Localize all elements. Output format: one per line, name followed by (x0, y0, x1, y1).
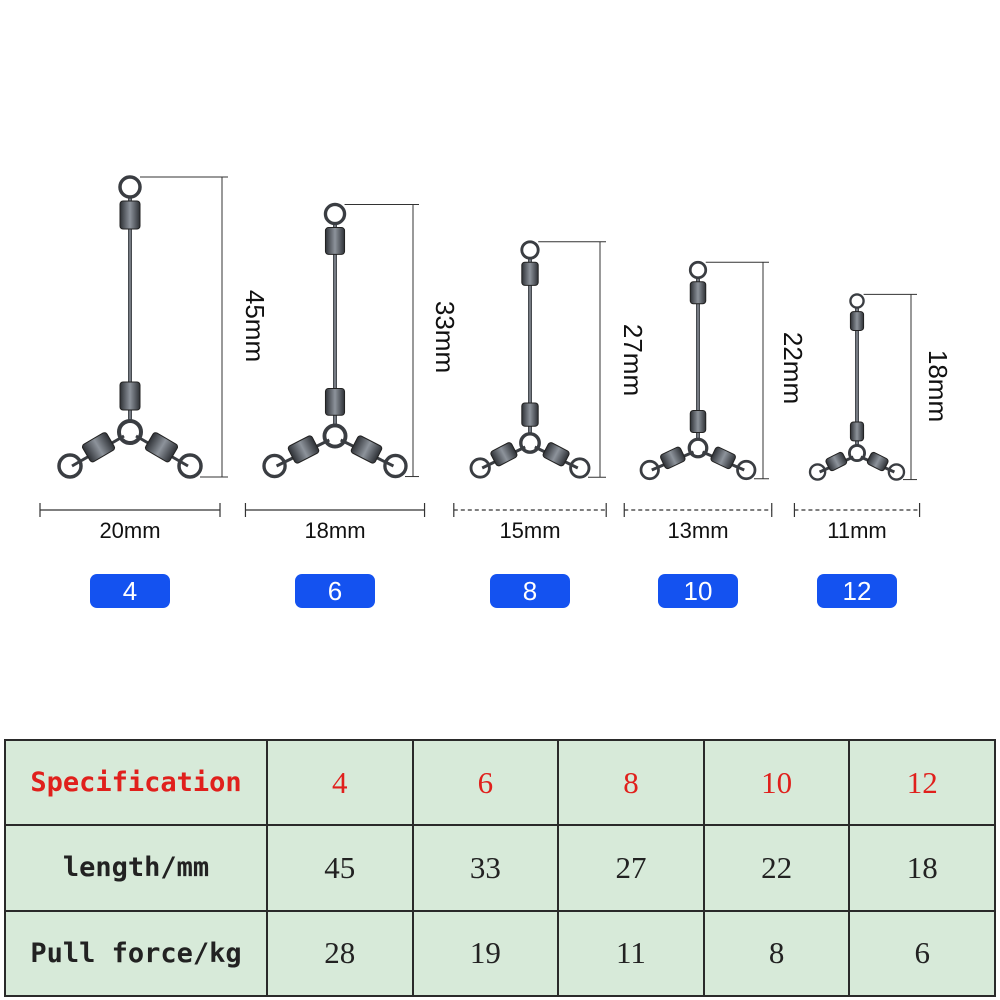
swivel-item-8: 27mm 15mm 8 (453, 240, 648, 608)
table-cell: 6 (848, 909, 996, 998)
side-eye (57, 453, 83, 479)
side-eye (383, 453, 408, 479)
row-header: Specification (4, 738, 268, 827)
table-cell: 8 (702, 909, 851, 998)
table-cell: 28 (266, 909, 414, 998)
length-label: 27mm (618, 324, 648, 396)
side-barrel (144, 432, 179, 463)
top-eye (520, 240, 540, 260)
width-label: 13mm (667, 518, 728, 543)
top-barrel (689, 281, 707, 305)
side-barrel (350, 435, 383, 464)
side-eye (808, 463, 827, 481)
top-eye (323, 202, 347, 226)
row-header: length/mm (4, 824, 268, 912)
top-eye (118, 175, 142, 199)
swivel-wire (128, 197, 132, 432)
width-label: 18mm (304, 518, 365, 543)
top-barrel (849, 311, 865, 331)
swivel-wire (528, 258, 532, 443)
side-barrel (287, 435, 320, 464)
side-eye (177, 453, 203, 479)
length-label: 18mm (923, 350, 953, 422)
swivel-size-figure: 45mm 20mm 4 33mm 18mm 6 27mm 15mm 8 22mm 13mm 10 18m… (39, 175, 953, 608)
side-eye (887, 463, 906, 481)
length-label: 22mm (778, 332, 808, 404)
swivel-item-10: 22mm 13mm 10 (623, 260, 808, 608)
side-eye (262, 453, 287, 479)
table-cell: 10 (702, 738, 851, 827)
side-barrel (542, 442, 570, 467)
table-cell: 12 (848, 738, 996, 827)
table-cell: 8 (557, 738, 705, 827)
size-badge (295, 574, 375, 608)
length-label: 33mm (430, 301, 460, 373)
table-cell: 19 (411, 909, 560, 998)
side-barrel (866, 451, 889, 472)
top-barrel (324, 227, 346, 255)
bottom-barrel (324, 388, 346, 416)
top-eye (849, 293, 865, 309)
hub-ring (322, 423, 348, 449)
size-badge (90, 574, 170, 608)
swivel-wire (333, 223, 337, 436)
side-eye (639, 459, 660, 481)
table-cell: 4 (266, 738, 414, 827)
side-barrel (81, 432, 116, 463)
side-barrel (825, 451, 848, 472)
size-badge (817, 574, 897, 608)
width-label: 20mm (99, 518, 160, 543)
side-barrel (710, 446, 736, 470)
side-eye (569, 457, 591, 479)
bottom-barrel (689, 410, 707, 433)
bottom-barrel (521, 402, 539, 427)
bottom-barrel (849, 421, 865, 442)
table-cell: 22 (702, 824, 851, 912)
size-badge-label: 6 (328, 576, 342, 606)
row-header: Pull force/kg (4, 909, 268, 998)
top-eye (688, 260, 708, 280)
hub-ring (117, 419, 143, 445)
size-badge-label: 8 (523, 576, 537, 606)
size-badge-label: 12 (843, 576, 872, 606)
side-eye (736, 459, 757, 481)
swivel-wire (855, 307, 859, 453)
swivel-item-4: 45mm 20mm 4 (39, 175, 270, 608)
top-barrel (521, 261, 539, 286)
size-badge (490, 574, 570, 608)
table-cell: 18 (848, 824, 996, 912)
top-barrel (119, 200, 141, 230)
size-badge-label: 10 (684, 576, 713, 606)
table-cell: 27 (557, 824, 705, 912)
swivel-item-6: 33mm 18mm 6 (244, 202, 460, 608)
swivel-wire (696, 277, 700, 448)
size-badge-label: 4 (123, 576, 137, 606)
size-badge (658, 574, 738, 608)
table-cell: 11 (557, 909, 705, 998)
side-barrel (660, 446, 686, 470)
width-label: 11mm (827, 518, 887, 543)
side-barrel (490, 442, 518, 467)
swivel-item-12: 18mm 11mm 12 (793, 293, 953, 608)
length-label: 45mm (240, 290, 270, 362)
width-label: 15mm (499, 518, 560, 543)
table-cell: 33 (411, 824, 560, 912)
hub-ring (847, 443, 867, 463)
table-cell: 6 (411, 738, 560, 827)
table-cell: 45 (266, 824, 414, 912)
bottom-barrel (119, 381, 141, 411)
side-eye (469, 457, 491, 479)
